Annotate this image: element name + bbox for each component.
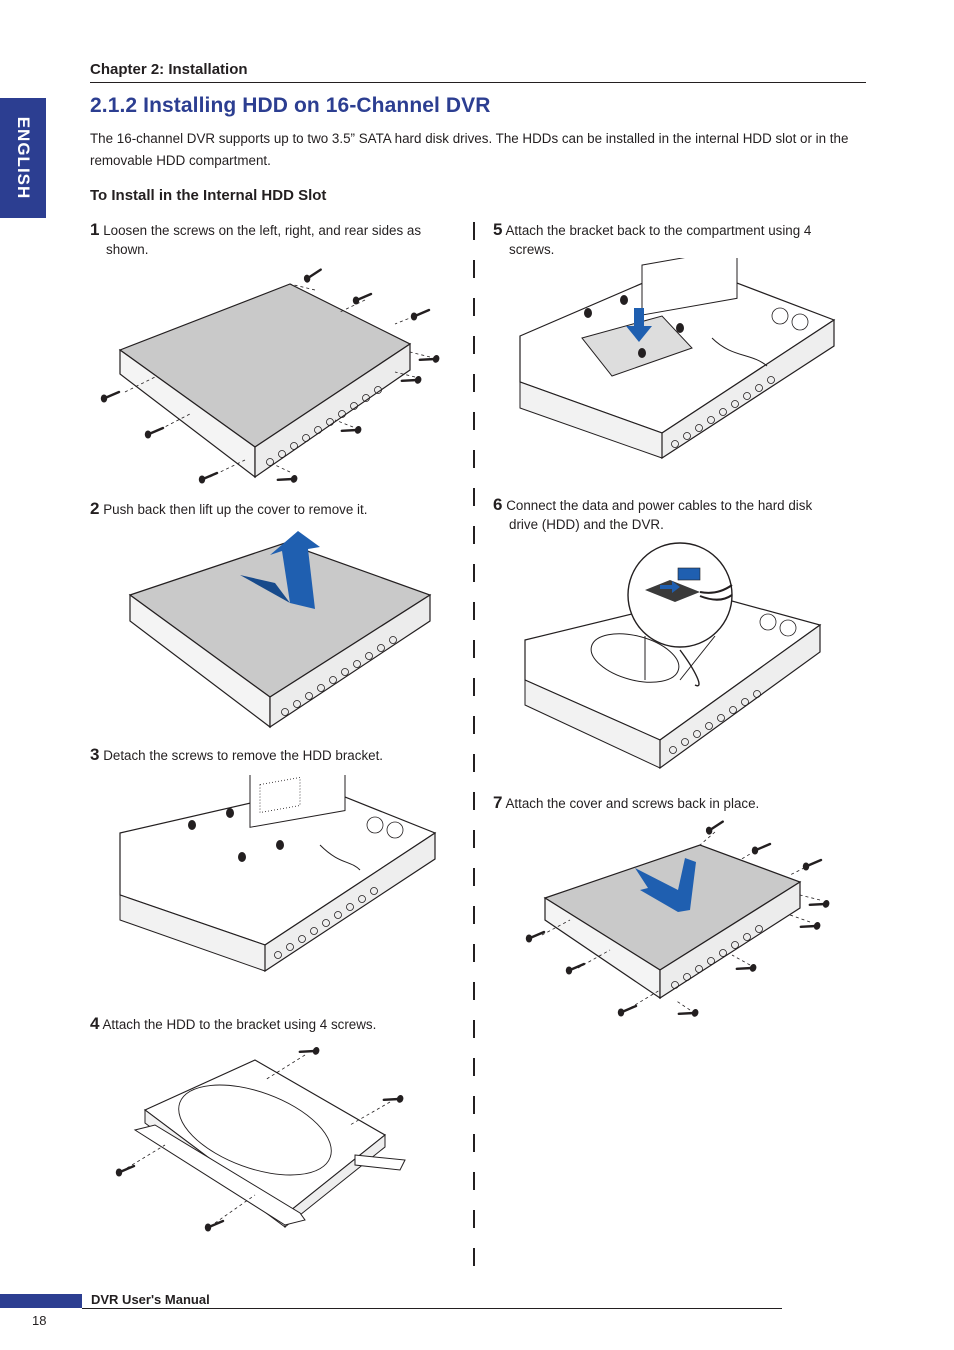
dvr-open-illustration: [119, 775, 437, 973]
step-number: 7: [493, 793, 503, 812]
step-number: 2: [90, 499, 100, 518]
subheading: To Install in the Internal HDD Slot: [90, 187, 327, 204]
arrow-icon: [240, 531, 320, 609]
step-text: Push back then lift up the cover to remo…: [103, 502, 368, 517]
step-4-caption: 4 Attach the HDD to the bracket using 4 …: [90, 1014, 470, 1034]
footer-rule: [82, 1308, 782, 1309]
language-tab: ENGLISH: [0, 98, 46, 218]
step-number: 1: [90, 220, 100, 239]
footer-manual-title: DVR User's Manual: [91, 1292, 210, 1307]
step-text: Connect the data and power cables to the…: [506, 498, 813, 513]
dvr-cover-remove-illustration: [128, 531, 432, 729]
step-1-caption: 1 Loosen the screws on the left, right, …: [90, 220, 460, 259]
step-text: Loosen the screws on the left, right, an…: [103, 223, 422, 238]
chapter-heading: Chapter 2: Installation: [90, 61, 248, 78]
footer-accent-bar: [0, 1294, 82, 1308]
cable-magnifier-illustration: [524, 542, 822, 770]
step-3-caption: 3 Detach the screws to remove the HDD br…: [90, 745, 470, 765]
step-number: 3: [90, 745, 100, 764]
step-5-caption: 5 Attach the bracket back to the compart…: [493, 220, 863, 259]
step-text: Attach the cover and screws back in plac…: [505, 796, 760, 811]
intro-paragraph: The 16-channel DVR supports up to two 3.…: [90, 131, 849, 168]
step-6-caption: 6 Connect the data and power cables to t…: [493, 495, 863, 534]
page-number: 18: [32, 1313, 47, 1328]
step-text: Attach the HDD to the bracket using 4 sc…: [102, 1017, 377, 1032]
step-text-cont: screws.: [509, 242, 555, 257]
language-tab-label: ENGLISH: [14, 116, 33, 200]
step-text: Detach the screws to remove the HDD brac…: [103, 748, 384, 763]
header-rule: [90, 82, 866, 83]
step-number: 4: [90, 1014, 100, 1033]
arrow-icon: [635, 858, 696, 912]
dvr-cover-attach-illustration: [524, 820, 832, 1020]
step-number: 5: [493, 220, 503, 239]
section-title: 2.1.2 Installing HDD on 16-Channel DVR: [90, 94, 491, 117]
column-divider: [473, 222, 475, 1272]
hdd-illustration: [114, 1040, 406, 1233]
step-text: Attach the bracket back to the compartme…: [505, 223, 812, 238]
dvr-bracket-illustration: [519, 258, 836, 460]
step-text-cont: shown.: [106, 242, 149, 257]
arrow-icon: [626, 308, 652, 342]
step-text-cont: drive (HDD) and the DVR.: [509, 517, 664, 532]
step-2-caption: 2 Push back then lift up the cover to re…: [90, 499, 470, 519]
step-7-caption: 7 Attach the cover and screws back in pl…: [493, 793, 863, 813]
dvr-closed-illustration: [99, 268, 442, 488]
step-number: 6: [493, 495, 503, 514]
